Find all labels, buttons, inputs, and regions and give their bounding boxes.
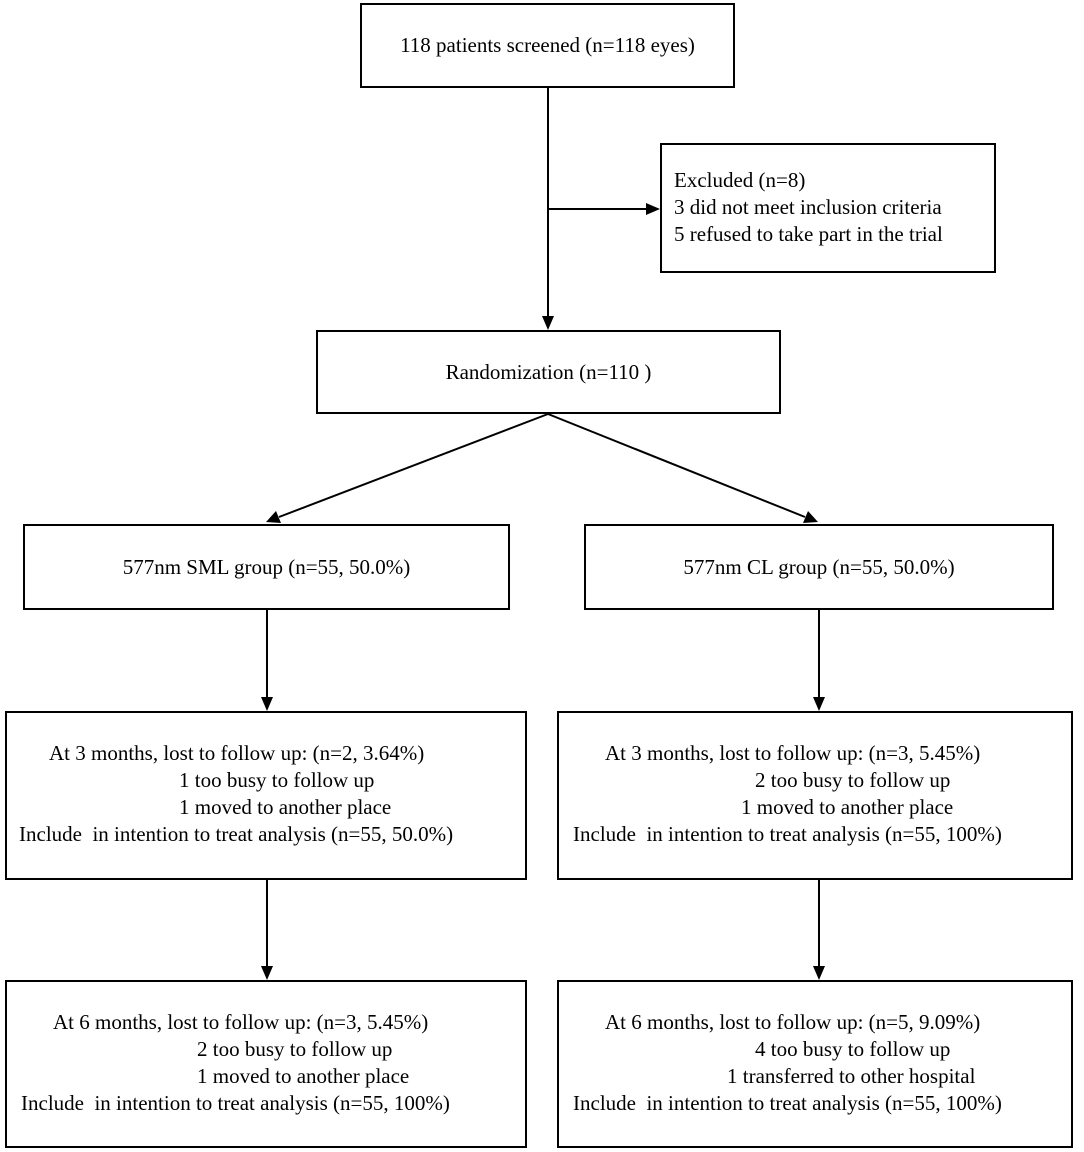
randomization-box: Randomization (n=110 ) [316,330,781,414]
cl-6-month-title: At 6 months, lost to follow up: (n=5, 9.… [605,1010,981,1034]
sml-3-month-reason: 1 too busy to follow up [179,768,375,792]
connector-random-right [547,413,806,518]
cl-3-month-reason: 1 moved to another place [741,795,954,819]
sml-3-month-box: At 3 months, lost to follow up: (n=2, 3.… [5,711,527,880]
cl-3-month-itt: Include in intention to treat analysis (… [573,822,1002,846]
connector-random-left [278,413,549,518]
sml-3-month-title: At 3 months, lost to follow up: (n=2, 3.… [49,741,425,765]
cl-6-month-reason: 1 transferred to other hospital [727,1064,976,1088]
sml-3-month-reason: 1 moved to another place [179,795,392,819]
excluded-title: Excluded (n=8) [674,168,806,192]
sml-6-month-title: At 6 months, lost to follow up: (n=3, 5.… [53,1010,429,1034]
sml-3-month-itt: Include in intention to treat analysis (… [19,822,454,846]
arrowhead-excluded [646,203,660,215]
sml-6-month-reason: 2 too busy to follow up [197,1037,393,1061]
cl-3-month-box: At 3 months, lost to follow up: (n=3, 5.… [557,711,1073,880]
arrowhead-left-6m [261,966,273,980]
screened-box: 118 patients screened (n=118 eyes) [360,3,735,88]
cl-3-month-title: At 3 months, lost to follow up: (n=3, 5.… [605,741,981,765]
sml-6-month-reason: 1 moved to another place [197,1064,410,1088]
arrowhead-right-6m [813,966,825,980]
cl-6-month-itt: Include in intention to treat analysis (… [573,1091,1002,1115]
arrowhead-left-3m [261,697,273,711]
cl-6-month-box: At 6 months, lost to follow up: (n=5, 9.… [557,980,1073,1148]
arrowhead-right-3m [813,697,825,711]
excluded-reason: 3 did not meet inclusion criteria [674,195,942,219]
group-cl-box: 577nm CL group (n=55, 50.0%) [584,524,1054,610]
group-cl-label: 577nm CL group (n=55, 50.0%) [683,554,955,579]
cl-3-month-reason: 2 too busy to follow up [755,768,951,792]
arrowhead-left-group [266,511,281,523]
arrowhead-randomization [542,316,554,330]
screened-text: 118 patients screened (n=118 eyes) [400,33,695,57]
sml-6-month-itt: Include in intention to treat analysis (… [21,1091,450,1115]
excluded-box: Excluded (n=8) 3 did not meet inclusion … [660,143,996,273]
group-sml-box: 577nm SML group (n=55, 50.0%) [23,524,510,610]
sml-6-month-box: At 6 months, lost to follow up: (n=3, 5.… [5,980,527,1148]
excluded-reason: 5 refused to take part in the trial [674,222,943,246]
cl-6-month-reason: 4 too busy to follow up [755,1037,951,1061]
arrowhead-right-group [803,511,818,523]
group-sml-label: 577nm SML group (n=55, 50.0%) [122,554,411,579]
randomization-text: Randomization (n=110 ) [445,359,652,384]
